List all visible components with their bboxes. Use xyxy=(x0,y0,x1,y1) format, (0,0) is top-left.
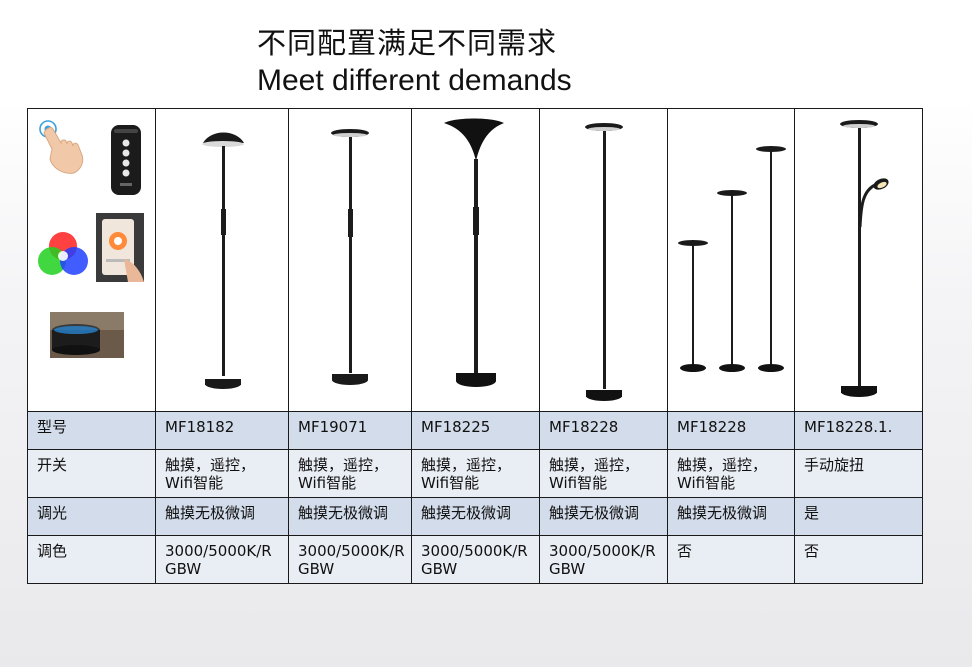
table-cell: 触摸无极微调 xyxy=(539,497,668,536)
table-cell: MF19071 xyxy=(288,411,412,450)
product-image-mf18225 xyxy=(411,108,540,412)
row-switch: 开关 触摸，遥控，Wifi智能 触摸，遥控，Wifi智能 触摸，遥控，Wifi智… xyxy=(27,449,923,498)
touch-icon xyxy=(39,120,84,174)
smart-speaker-icon xyxy=(50,312,124,358)
row-label: 型号 xyxy=(27,411,156,450)
row-model: 型号 MF18182 MF19071 MF18225 MF18228 MF182… xyxy=(27,411,923,450)
table-cell: 是 xyxy=(794,497,923,536)
row-label: 调色 xyxy=(27,535,156,584)
row-label: 开关 xyxy=(27,449,156,498)
table-cell: 手动旋扭 xyxy=(794,449,923,498)
floor-lamp-image xyxy=(331,129,369,385)
table-cell: 触摸，遥控，Wifi智能 xyxy=(667,449,795,498)
feature-icons-cell xyxy=(27,108,156,412)
product-image-mf19071 xyxy=(288,108,412,412)
table-cell: 触摸，遥控，Wifi智能 xyxy=(539,449,668,498)
table-cell: 触摸，遥控，Wifi智能 xyxy=(411,449,540,498)
spec-table: 型号 MF18182 MF19071 MF18225 MF18228 MF182… xyxy=(27,108,923,584)
table-cell: 否 xyxy=(667,535,795,584)
table-cell: MF18225 xyxy=(411,411,540,450)
table-cell: 触摸，遥控，Wifi智能 xyxy=(155,449,289,498)
page-title-en: Meet different demands xyxy=(257,64,572,97)
floor-lamp-image xyxy=(444,118,504,387)
table-cell: MF18182 xyxy=(155,411,289,450)
table-cell: 否 xyxy=(794,535,923,584)
row-dimming: 调光 触摸无极微调 触摸无极微调 触摸无极微调 触摸无极微调 触摸无极微调 是 xyxy=(27,497,923,536)
product-image-mf18228-trio xyxy=(667,108,795,412)
remote-control-icon xyxy=(111,125,141,195)
table-cell: 触摸，遥控，Wifi智能 xyxy=(288,449,412,498)
table-cell: MF18228 xyxy=(667,411,795,450)
page-title-cn: 不同配置满足不同需求 xyxy=(257,26,558,60)
table-cell: MF18228.1. xyxy=(794,411,923,450)
rgb-color-icon xyxy=(38,232,88,275)
table-cell: 触摸无极微调 xyxy=(411,497,540,536)
floor-lamp-image xyxy=(678,146,786,372)
table-cell: 触摸无极微调 xyxy=(667,497,795,536)
product-image-mf18228 xyxy=(539,108,668,412)
floor-lamp-image xyxy=(202,132,244,389)
product-image-mf18182 xyxy=(155,108,289,412)
table-cell: 触摸无极微调 xyxy=(155,497,289,536)
product-image-mf18228-1 xyxy=(794,108,923,412)
table-cell: 触摸无极微调 xyxy=(288,497,412,536)
floor-lamp-image xyxy=(585,123,623,401)
row-label: 调光 xyxy=(27,497,156,536)
table-cell: MF18228 xyxy=(539,411,668,450)
floor-lamp-image xyxy=(840,120,889,397)
image-row xyxy=(27,108,923,412)
feature-icons xyxy=(38,120,144,358)
smartphone-app-icon xyxy=(96,213,144,282)
